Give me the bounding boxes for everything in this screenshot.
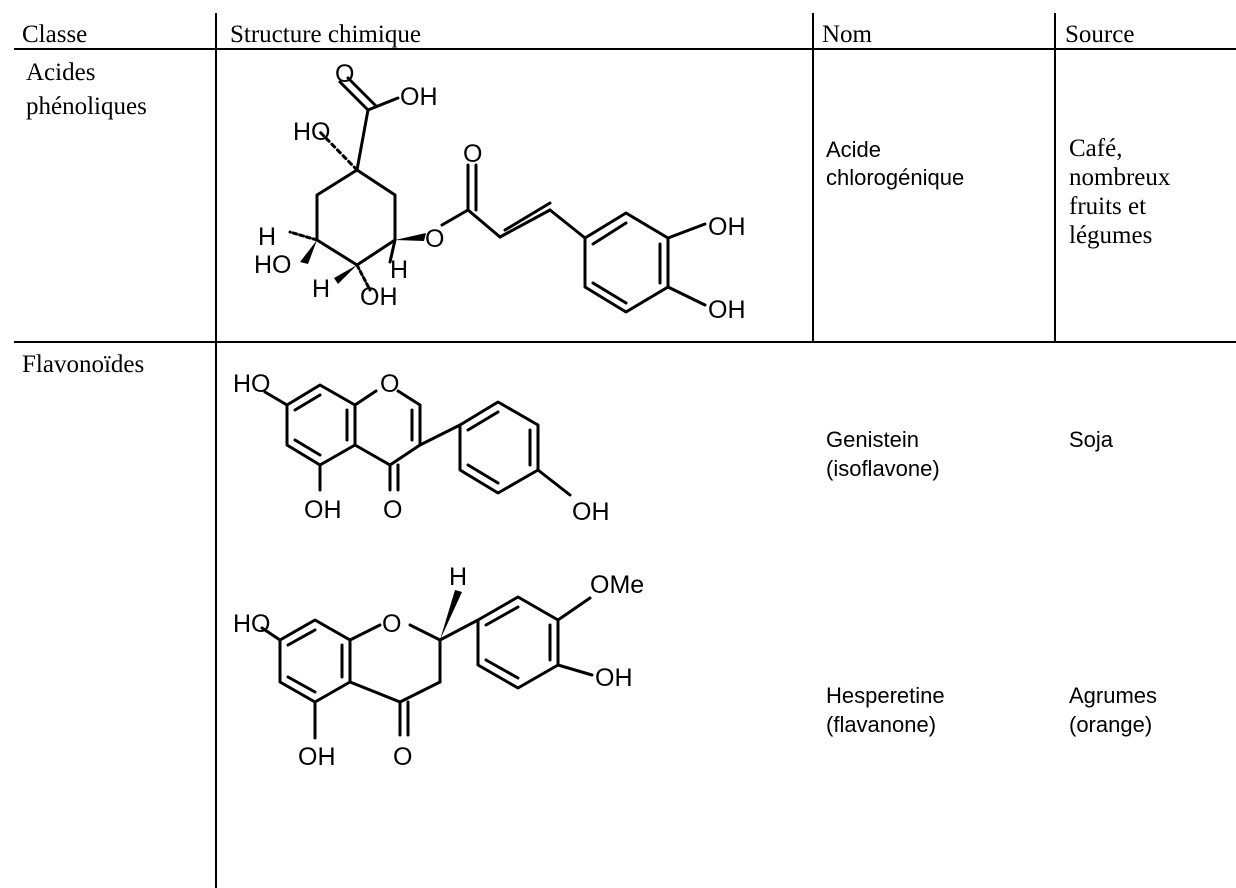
atom-label-h: H	[312, 275, 330, 303]
atom-label-o: O	[335, 60, 354, 88]
atom-label-ho: HO	[293, 118, 331, 146]
genistein-nom-line1: Genistein	[826, 427, 919, 452]
atom-label-o: O	[393, 743, 412, 771]
atom-label-oh: OH	[595, 664, 633, 692]
header-structure: Structure chimique	[230, 21, 421, 48]
atom-label-oh: OH	[360, 283, 398, 311]
row1-nom-line1: Acide	[826, 137, 882, 162]
atom-label-ho: HO	[254, 251, 292, 279]
atom-label-oh: OH	[298, 743, 336, 771]
hesperetine-source-line1: Agrumes	[1069, 683, 1158, 708]
genistein-nom-line2: (isoflavone)	[826, 456, 940, 481]
atom-label-o: O	[382, 610, 401, 638]
row1-source-line3: fruits et	[1069, 193, 1147, 220]
row2-classe: Flavonoïdes	[22, 351, 145, 378]
row1-classe-line2: phénoliques	[26, 93, 147, 120]
column-rule-1	[215, 13, 217, 888]
atom-label-oh: OH	[304, 496, 342, 524]
atom-label-h: H	[258, 223, 276, 251]
row1-source-line2: nombreux	[1069, 164, 1171, 191]
header-source: Source	[1065, 21, 1135, 48]
atom-label-o: O	[383, 496, 402, 524]
table-top-rule	[14, 48, 1236, 50]
atom-label-o: O	[425, 225, 444, 253]
atom-label-h: H	[449, 563, 467, 591]
column-rule-3	[1054, 13, 1056, 341]
atom-label-oh: OH	[572, 498, 610, 526]
atom-label-ho: HO	[233, 370, 271, 398]
hesperetine-structure: OMe H O HO OH OH O	[233, 563, 644, 771]
row-separator	[14, 341, 1236, 343]
hesperetine-source-line2: (orange)	[1069, 712, 1153, 737]
atom-label-oh: OH	[400, 83, 438, 111]
genistein-structure: O HO OH O OH	[233, 370, 610, 526]
atom-label-ome: OMe	[590, 571, 644, 599]
atom-label-oh: OH	[708, 213, 746, 241]
hesperetine-nom-line1: Hesperetine	[826, 683, 945, 708]
atom-label-o: O	[380, 370, 399, 398]
atom-label-o: O	[463, 140, 482, 168]
chlorogenic-acid-structure: O OH HO O O OH OH H HO H OH H	[254, 60, 746, 324]
header-nom: Nom	[822, 21, 872, 48]
atom-label-oh: OH	[708, 296, 746, 324]
column-rule-2	[812, 13, 814, 341]
row1-source-line4: légumes	[1069, 222, 1153, 249]
row1-source-line1: Café,	[1069, 135, 1123, 162]
atom-label-h: H	[390, 256, 408, 284]
genistein-source: Soja	[1069, 427, 1114, 452]
hesperetine-nom-line2: (flavanone)	[826, 712, 937, 737]
row1-classe-line1: Acides	[26, 59, 96, 86]
atom-label-ho: HO	[233, 610, 271, 638]
row1-nom-line2: chlorogénique	[826, 165, 965, 190]
header-classe: Classe	[22, 21, 88, 48]
